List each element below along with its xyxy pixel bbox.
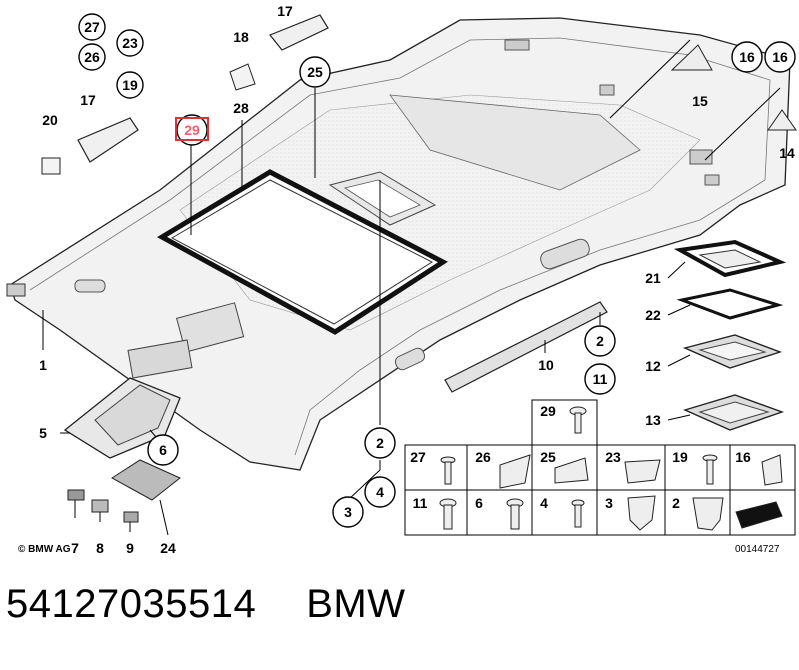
label-27: 27 bbox=[84, 19, 100, 35]
label-4-center: 4 bbox=[376, 484, 384, 500]
grid-label-4: 4 bbox=[540, 495, 548, 511]
label-17-top: 17 bbox=[277, 3, 293, 19]
label-17-left: 17 bbox=[80, 92, 96, 108]
label-16-right: 16 bbox=[772, 49, 788, 65]
grid-label-16: 16 bbox=[735, 449, 751, 465]
label-10: 10 bbox=[538, 357, 554, 373]
grid-label-29: 29 bbox=[540, 403, 556, 419]
brand-name: BMW bbox=[306, 582, 406, 626]
label-2-center: 2 bbox=[376, 435, 384, 451]
diagram-number: 00144727 bbox=[735, 544, 780, 555]
label-5: 5 bbox=[39, 425, 47, 441]
grid-label-19: 19 bbox=[672, 449, 688, 465]
label-2-right: 2 bbox=[596, 333, 604, 349]
label-26: 26 bbox=[84, 49, 100, 65]
part-number: 54127035514 bbox=[6, 582, 257, 626]
label-11-right: 11 bbox=[593, 371, 608, 387]
label-8: 8 bbox=[96, 540, 104, 556]
grid-label-26: 26 bbox=[475, 449, 491, 465]
highlight-box-29 bbox=[175, 117, 209, 141]
label-23: 23 bbox=[122, 35, 138, 51]
parts-grid: 29 27 26 25 23 19 16 11 6 4 3 2 bbox=[404, 399, 796, 536]
part-footer: 54127035514 BMW bbox=[6, 582, 405, 627]
label-19: 19 bbox=[122, 77, 138, 93]
label-21: 21 bbox=[645, 270, 661, 286]
label-15: 15 bbox=[692, 93, 708, 109]
grid-label-25: 25 bbox=[540, 449, 556, 465]
label-1: 1 bbox=[39, 357, 47, 373]
label-28: 28 bbox=[233, 100, 249, 116]
label-9: 9 bbox=[126, 540, 134, 556]
label-3-center: 3 bbox=[344, 504, 352, 520]
label-22: 22 bbox=[645, 307, 661, 323]
console-parts bbox=[63, 377, 181, 523]
grid-label-6: 6 bbox=[475, 495, 483, 511]
grid-label-2: 2 bbox=[672, 495, 680, 511]
label-16-left: 16 bbox=[739, 49, 755, 65]
label-14: 14 bbox=[779, 145, 795, 161]
grid-label-3: 3 bbox=[605, 495, 613, 511]
grid-label-23: 23 bbox=[605, 449, 621, 465]
headliner-panel bbox=[6, 17, 791, 471]
sunroof-frame-parts bbox=[673, 239, 787, 431]
small-parts-upper bbox=[41, 14, 797, 175]
label-7: 7 bbox=[71, 540, 79, 556]
trim-strip bbox=[444, 301, 608, 393]
grid-label-27: 27 bbox=[410, 449, 426, 465]
label-24: 24 bbox=[160, 540, 176, 556]
copyright-text: © BMW AG bbox=[18, 544, 71, 555]
label-13: 13 bbox=[645, 412, 661, 428]
label-6: 6 bbox=[159, 442, 167, 458]
callout-circles bbox=[78, 13, 796, 528]
label-29-highlight: 29 bbox=[184, 122, 200, 138]
callout-labels: 27 26 23 19 17 20 29 28 18 17 25 16 16 1… bbox=[39, 3, 795, 556]
label-18: 18 bbox=[233, 29, 249, 45]
grid-label-11: 11 bbox=[413, 495, 428, 511]
label-25: 25 bbox=[307, 64, 323, 80]
label-20: 20 bbox=[42, 112, 58, 128]
label-12: 12 bbox=[645, 358, 661, 374]
